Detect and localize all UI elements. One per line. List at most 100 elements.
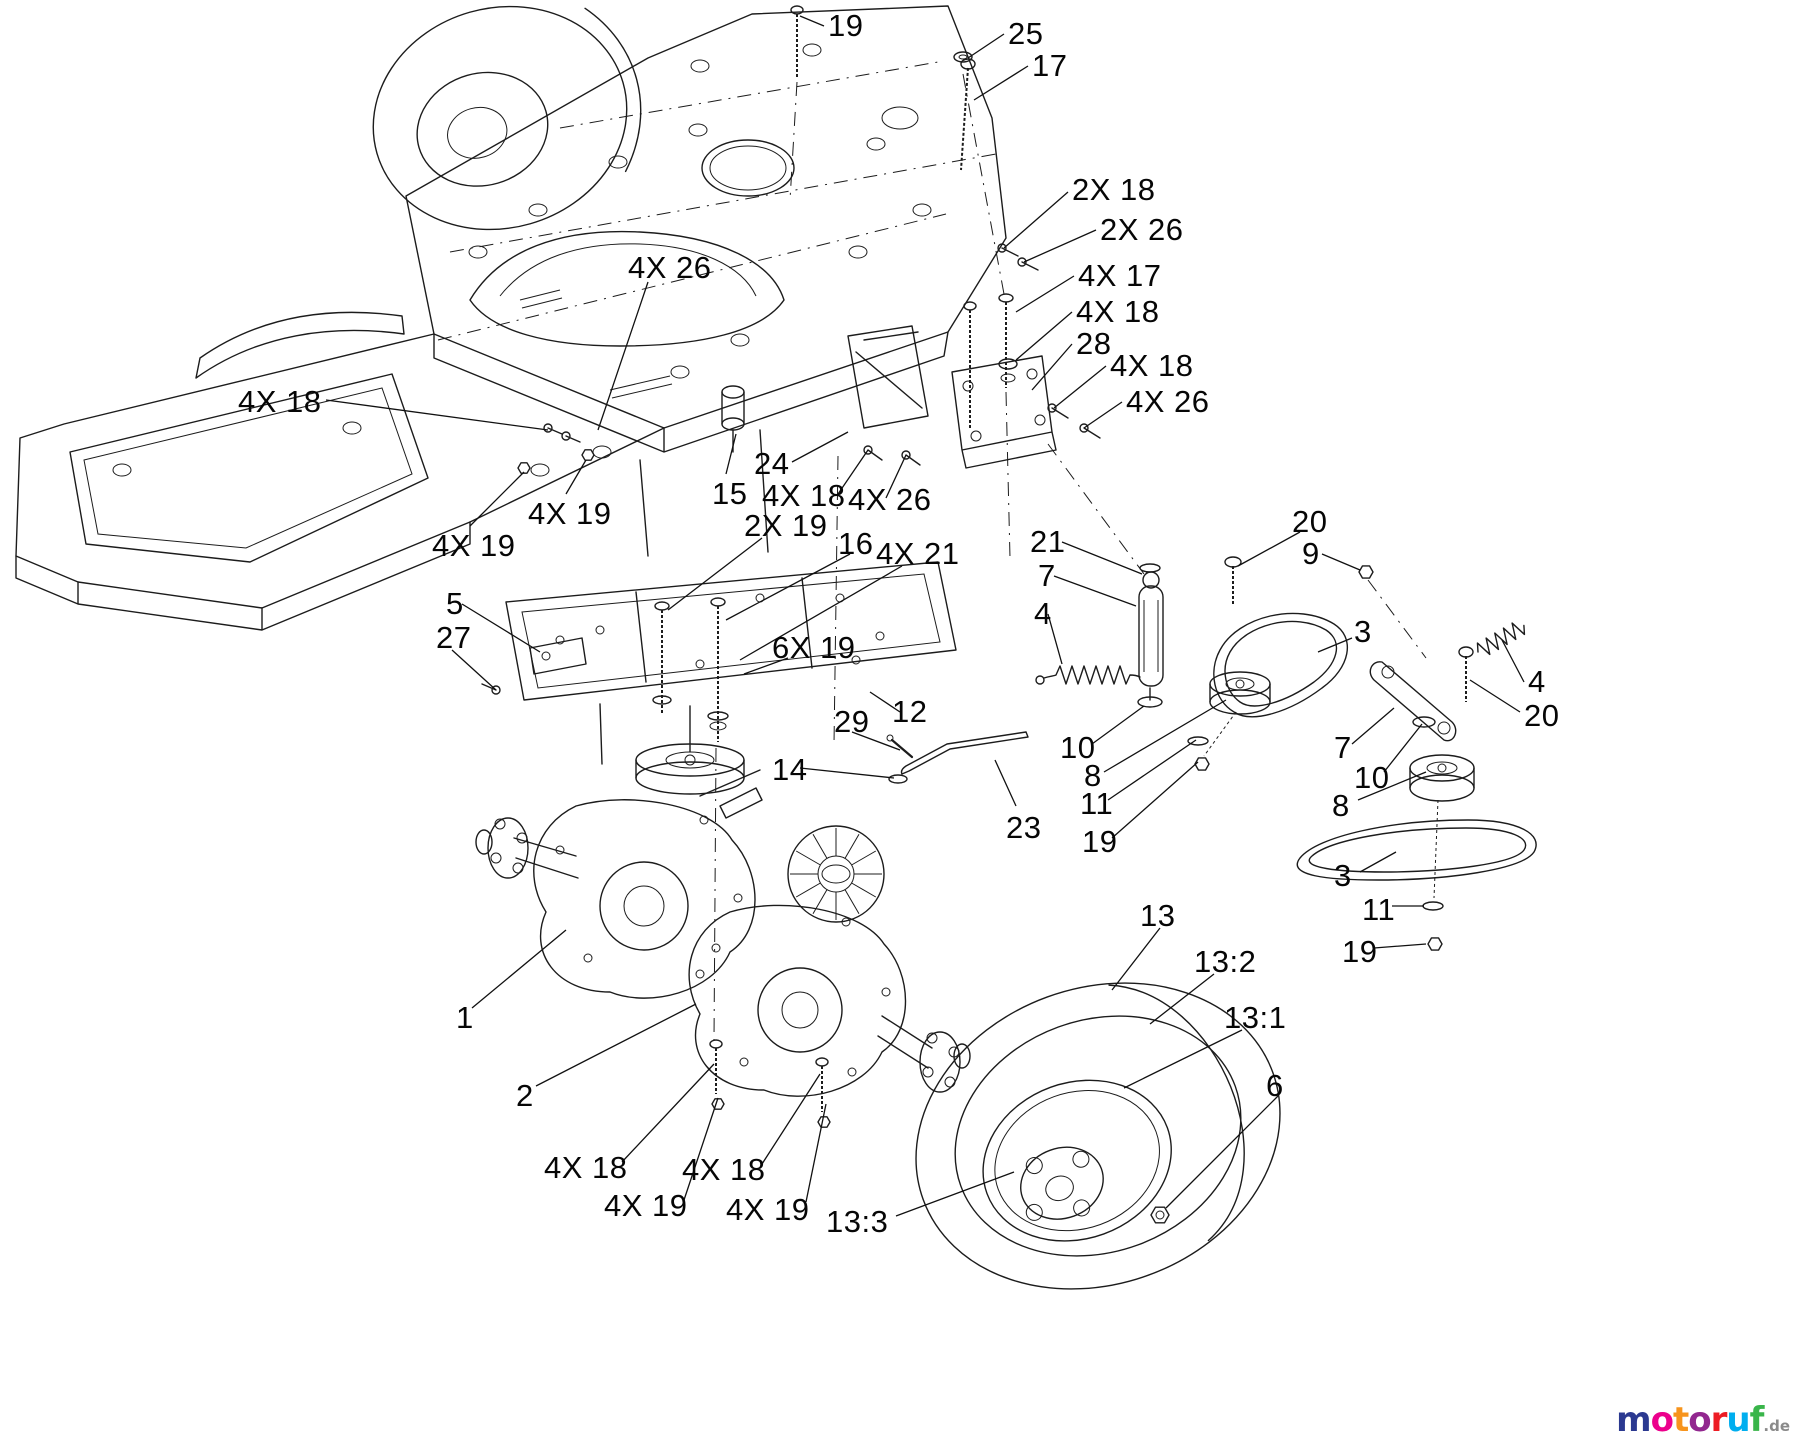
alignment-lines [713,73,1427,1041]
logo-suffix: .de [1763,1417,1790,1435]
motoruf-logo[interactable]: motoruf.de [1616,1400,1790,1440]
lug-nut-6 [1150,1206,1170,1224]
callout-label: 3 [1334,858,1352,893]
callout-label: 12 [892,694,928,729]
cooling-fan [787,825,885,923]
callout-label: 16 [838,526,874,561]
callout-label: 4X 19 [432,528,516,563]
callout-label: 25 [1008,16,1044,51]
callout-label: 19 [1082,824,1118,859]
callout-label: 6 [1266,1068,1284,1103]
callout-label: 4X 18 [238,384,322,419]
callout-label: 10 [1354,760,1390,795]
tire-13 [915,982,1281,1290]
nut-under-left [711,1098,725,1110]
logo-letter: o [1650,1400,1674,1440]
callout-label: 28 [1076,326,1112,361]
callout-label: 4X 17 [1078,258,1162,293]
callout-label: 4X 18 [544,1150,628,1185]
small-fasteners-left [517,423,595,474]
callout-label: 7 [1038,558,1056,593]
callout-label: 4X 26 [1126,384,1210,419]
callout-label: 11 [1362,892,1396,927]
nut-under-right [817,1116,831,1128]
logo-letter: f [1749,1400,1765,1440]
brake-rod [886,731,1029,784]
callout-label: 19 [828,8,864,43]
callout-label: 9 [1302,536,1320,571]
callout-label: 4X 21 [876,536,960,571]
callout-label: 2X 19 [744,508,828,543]
idler-arm-7 [1369,661,1457,742]
callout-label: 8 [1084,758,1102,793]
leader-lines [325,15,1525,1217]
caster-bracket-assembly [721,243,1101,469]
tensioner-7 [1138,585,1164,687]
callout-label: 4X 19 [726,1192,810,1227]
callout-label: 20 [1524,698,1560,733]
callout-label: 13 [1140,898,1176,933]
callout-label: 17 [1032,48,1068,83]
right-axle-hub [919,1031,961,1093]
washer-11 [1187,736,1209,746]
callout-label: 4X 26 [628,250,712,285]
chassis-frame [15,5,1007,631]
callout-label: 23 [1006,810,1042,845]
upper-drive-belt [1213,612,1349,718]
callout-label: 1 [456,1000,474,1035]
callout-label: 8 [1332,788,1350,823]
washer-10-right [1412,716,1436,728]
extension-spring-4-right [1476,622,1526,656]
logo-letter: t [1672,1400,1689,1440]
logo-letter: o [1688,1400,1711,1440]
callout-label: 21 [1030,524,1066,559]
rear-tire [915,982,1281,1290]
lower-drive-belt [1296,819,1537,881]
callout-label: 4 [1034,596,1052,631]
callout-label: 10 [1060,730,1096,765]
hub-13-3 [1020,1146,1104,1220]
callout-label: 11 [1080,786,1114,821]
logo-letter: r [1710,1400,1728,1440]
nut-19-right [1427,937,1443,951]
callout-label: 4X 18 [1076,294,1160,329]
callout-label: 3 [1354,614,1372,649]
rim-13-1 [982,1079,1172,1242]
right-idler-arm [1369,622,1526,951]
callout-label: 4 [1528,664,1546,699]
callout-label: 7 [1334,730,1352,765]
pin-29 [890,738,914,759]
logo-letter: u [1726,1400,1750,1440]
right-transaxle [688,825,971,1128]
callout-label: 13:3 [826,1204,889,1239]
left-idler-tensioner [1035,556,1374,771]
callout-label: 27 [436,620,472,655]
callout-label: 4X 19 [528,496,612,531]
callout-label: 19 [1342,934,1378,969]
callout-label: 4X 18 [682,1152,766,1187]
callout-label: 29 [834,704,870,739]
bracket-5 [529,637,587,675]
rear-wheel [372,5,642,231]
callout-label: 4X 18 [762,478,846,513]
callout-label: 4X 26 [848,482,932,517]
nut-4x19-b [581,449,595,461]
logo-letter: m [1616,1400,1651,1440]
left-axle-hub [487,817,529,879]
nut-9 [1358,565,1374,579]
callout-label: 4X 18 [1110,348,1194,383]
callout-label: 24 [754,446,790,481]
callout-label: 20 [1292,504,1328,539]
top-fasteners [790,5,976,171]
extension-spring-4 [1043,665,1141,685]
screw-27 [491,685,501,695]
washer-10 [1137,696,1163,708]
nut-4x19-a [517,462,531,474]
callout-label: 4X 19 [604,1188,688,1223]
left-transaxle [475,705,763,999]
callout-label: 2X 26 [1100,212,1184,247]
washer-25 [953,51,973,63]
